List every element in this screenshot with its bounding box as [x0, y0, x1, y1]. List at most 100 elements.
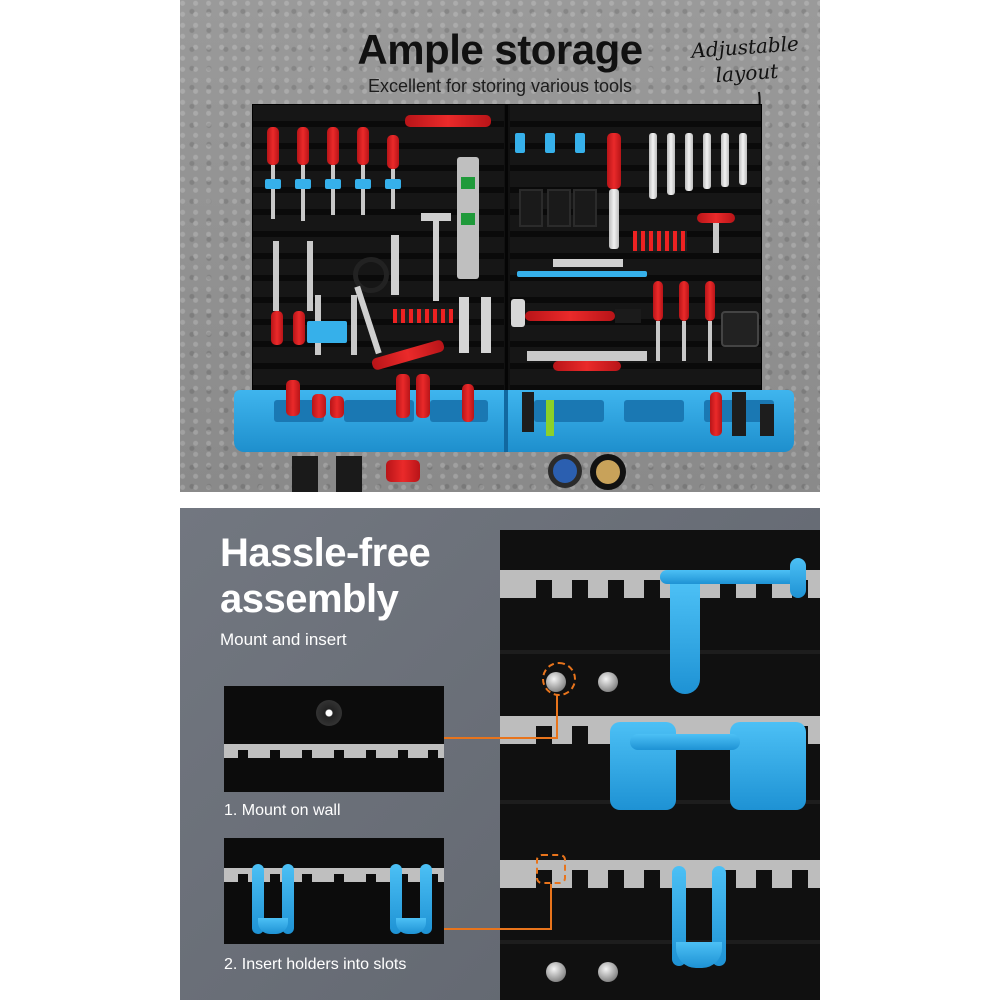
pliers-grip — [553, 361, 621, 371]
hammer-handle — [525, 311, 615, 321]
spring-clamp — [336, 456, 362, 492]
screwdriver-handle — [286, 380, 300, 416]
screwdriver-handle — [396, 374, 410, 418]
u-holder — [712, 866, 726, 966]
slot — [334, 874, 344, 882]
wrench — [721, 133, 729, 187]
slot — [756, 580, 772, 598]
blue-rail — [517, 271, 647, 277]
sliding-t-bar — [553, 259, 623, 267]
blue-holder — [355, 179, 371, 189]
slot — [572, 870, 588, 888]
assembly-panel: Hassle-free assembly Mount and insert 1.… — [180, 508, 820, 1000]
tool-bar — [459, 297, 469, 353]
slot — [270, 750, 280, 758]
board-groove — [500, 940, 820, 944]
slot — [270, 874, 280, 882]
screwdriver-handle — [679, 281, 689, 321]
insert-holders-inset — [224, 838, 444, 944]
t-bar-shaft — [433, 221, 439, 301]
hook-holder — [660, 570, 800, 584]
pegboard — [252, 104, 762, 392]
slot — [756, 870, 772, 888]
slot — [398, 750, 408, 758]
shelf-slot — [624, 400, 684, 422]
screwdriver-shaft — [391, 169, 395, 209]
blue-holder — [545, 133, 555, 153]
screwdriver-shaft — [271, 165, 275, 219]
screwdriver-shaft — [331, 165, 335, 215]
slot — [608, 580, 624, 598]
screwdriver-handle — [522, 392, 534, 432]
screwdriver-shaft — [682, 321, 686, 361]
screwdriver-handle — [330, 396, 344, 418]
u-holder — [390, 864, 402, 934]
slot — [366, 874, 376, 882]
spring-clamp — [547, 189, 571, 227]
wrench — [649, 133, 657, 199]
mount-on-wall-inset — [224, 686, 444, 792]
slot — [334, 750, 344, 758]
tester-screwdriver — [546, 400, 554, 436]
slot — [644, 870, 660, 888]
u-holder — [396, 918, 426, 934]
hammer-head — [511, 299, 525, 327]
hook-holder — [670, 584, 700, 694]
bit-set — [633, 231, 687, 251]
blue-holder — [515, 133, 525, 153]
t-handle-shaft — [713, 223, 719, 253]
ratchet-head — [609, 189, 619, 249]
blue-holder — [295, 179, 311, 189]
ample-storage-subtitle: Excellent for storing various tools — [367, 76, 633, 96]
utility-knife — [405, 115, 491, 127]
u-holder — [282, 864, 294, 934]
hammer-grip — [615, 309, 641, 323]
screwdriver-handle — [297, 127, 309, 165]
blue-holder — [575, 133, 585, 153]
t-bar-wrench — [421, 213, 451, 221]
u-holder — [676, 942, 722, 968]
slot — [608, 870, 624, 888]
slot — [720, 580, 736, 598]
screw-icon — [546, 962, 566, 982]
hook-holder — [790, 558, 806, 598]
blue-holder — [325, 179, 341, 189]
slot — [536, 726, 552, 744]
screwdriver-handle — [327, 127, 339, 165]
slot — [238, 750, 248, 758]
pliers — [273, 241, 313, 311]
ratchet-handle — [607, 133, 621, 189]
scissors-ring — [353, 257, 389, 293]
assembly-title-line1: Hassle-free — [220, 531, 431, 575]
blue-tape-roll — [548, 454, 582, 488]
slot — [572, 726, 588, 744]
t-handle — [697, 213, 735, 223]
water-pump-pliers — [527, 351, 647, 361]
blue-holder — [265, 179, 281, 189]
assembly-subtitle: Mount and insert — [220, 630, 347, 649]
pegboard-seam — [505, 105, 508, 391]
slot — [792, 870, 808, 888]
slot — [238, 874, 248, 882]
screwdriver-handle — [312, 394, 326, 418]
screwdriver-handle — [710, 392, 722, 436]
ample-storage-panel: Ample storage Excellent for storing vari… — [180, 0, 820, 492]
double-holder-arm — [630, 734, 740, 750]
tape-measure — [721, 311, 759, 347]
screwdriver-handle — [416, 374, 430, 418]
spring-clamp — [519, 189, 543, 227]
u-holder — [420, 864, 432, 934]
slot — [428, 874, 438, 882]
screwdriver-handle — [705, 281, 715, 321]
slot-rail — [500, 860, 820, 888]
wrench — [703, 133, 711, 189]
bit-set — [393, 309, 453, 323]
screwdriver-handle — [357, 127, 369, 165]
pegboard-closeup — [500, 530, 820, 1000]
step2-caption: 2. Insert holders into slots — [224, 956, 407, 973]
screw-highlight-ring — [542, 662, 576, 696]
slot — [398, 874, 408, 882]
shelf-slot — [534, 400, 604, 422]
assembly-title-line2: assembly — [220, 577, 399, 621]
spring-clamp — [573, 189, 597, 227]
